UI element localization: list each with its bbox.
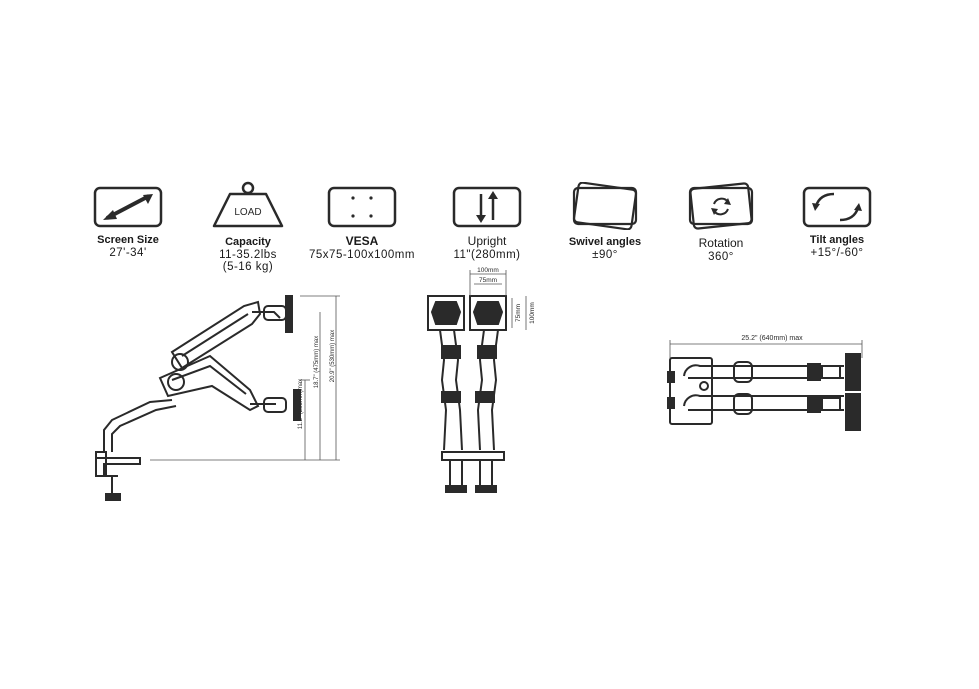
side-dim-530: 20.9" (530mm) max: [330, 330, 336, 382]
spec-title: Capacity: [225, 236, 271, 248]
spec-rotation: Rotation 360°: [680, 182, 762, 263]
spec-value: +15°/-60°: [810, 247, 864, 259]
spec-value: 75x75-100x100mm: [309, 249, 415, 261]
front-dim-100-height: 100mm: [529, 302, 536, 324]
spec-vesa: VESA 75x75-100x100mm: [300, 186, 424, 261]
load-label: LOAD: [234, 207, 261, 218]
front-view-dimensions: [469, 270, 527, 330]
top-view-dimensions: [669, 340, 863, 358]
spec-value: 11"(280mm): [453, 249, 521, 261]
front-dim-100-width: 100mm: [477, 267, 499, 274]
spec-swivel: Swivel angles ±90°: [560, 181, 650, 261]
side-view-dimensions: [150, 295, 340, 461]
top-dim-reach: 25.2" (640mm) max: [741, 335, 803, 342]
weight-icon: LOAD: [210, 180, 286, 228]
spec-title: Rotation: [698, 236, 744, 250]
spec-title: VESA: [345, 234, 379, 248]
spec-value: 11-35.2lbs: [219, 249, 277, 261]
swivel-icon: [570, 181, 640, 231]
spec-value: ±90°: [592, 249, 618, 261]
spec-screen-size: Screen Size 27'-34': [92, 186, 164, 259]
top-view-drawing: [667, 353, 861, 431]
front-view-drawing: [427, 295, 507, 493]
spec-tilt: Tilt angles +15°/-60°: [796, 186, 878, 259]
spec-value-secondary: (5-16 kg): [222, 261, 274, 273]
side-dim-475: 18.7" (475mm) max: [314, 336, 320, 388]
spec-title: Upright: [467, 234, 507, 248]
side-dim-285: 11.2" (285mm)max: [298, 379, 304, 429]
vesa-plate-icon: [327, 186, 397, 228]
spec-capacity: LOAD Capacity 11-35.2lbs (5-16 kg): [208, 180, 288, 273]
front-dim-75-height: 75mm: [515, 304, 522, 322]
spec-value: 27'-34': [109, 247, 147, 259]
front-dim-75-width: 75mm: [479, 277, 497, 284]
diagonal-arrow-icon: [93, 186, 163, 228]
side-view-drawing: [95, 295, 301, 501]
spec-title: Screen Size: [97, 234, 159, 246]
spec-title: Tilt angles: [809, 234, 865, 246]
rotation-icon: [686, 182, 756, 230]
tilt-icon: [802, 186, 872, 228]
spec-upright: Upright 11"(280mm): [442, 186, 532, 261]
height-arrows-icon: [452, 186, 522, 228]
spec-value: 360°: [708, 251, 734, 263]
spec-title: Swivel angles: [568, 236, 642, 248]
